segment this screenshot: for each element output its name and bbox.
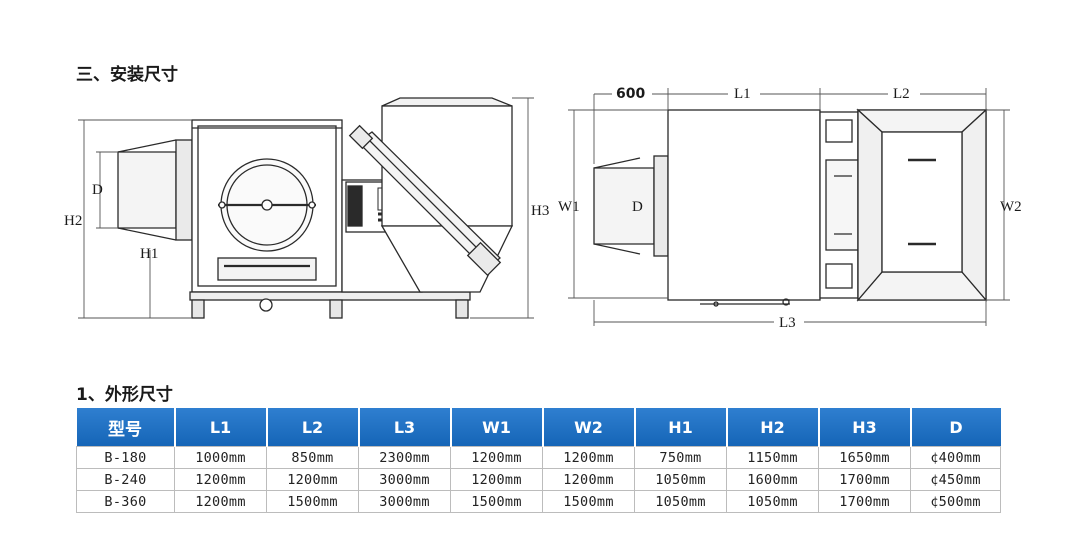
external-dimensions-heading: 1、外形尺寸 [76, 385, 173, 405]
table-cell: 2300mm [358, 446, 451, 469]
table-cell: ¢450mm [910, 468, 1001, 491]
table-cell: B-360 [76, 490, 175, 513]
table-cell: 1200mm [542, 468, 635, 491]
side-label-D: D [92, 182, 103, 198]
col-header-w1: W1 [449, 408, 543, 447]
col-header-l3: L3 [357, 408, 451, 447]
table-cell: 3000mm [358, 468, 451, 491]
table-cell: 1200mm [450, 446, 543, 469]
table-cell: 750mm [634, 446, 727, 469]
top-label-D: D [632, 199, 643, 215]
table-cell: 1200mm [174, 490, 267, 513]
install-dimensions-heading: 三、安装尺寸 [76, 65, 178, 85]
col-header-h1: H1 [633, 408, 727, 447]
col-header-l2: L2 [265, 408, 359, 447]
table-cell: ¢500mm [910, 490, 1001, 513]
top-main-housing [667, 109, 821, 301]
top-label-L2: L2 [893, 86, 910, 102]
top-label-W2: W2 [1000, 199, 1022, 215]
table-cell: 1050mm [726, 490, 819, 513]
table-cell: 1200mm [266, 468, 359, 491]
table-cell: ¢400mm [910, 446, 1001, 469]
col-header-w2: W2 [541, 408, 635, 447]
side-hopper-top [381, 97, 513, 107]
col-header-h2: H2 [725, 408, 819, 447]
table-cell: B-180 [76, 446, 175, 469]
dimensions-table: 型号 L1 L2 L3 W1 W2 H1 H2 H3 D B-180 1000m… [76, 408, 1001, 513]
table-cell: 1700mm [818, 490, 911, 513]
side-label-H2: H2 [64, 213, 82, 229]
table-cell: 1000mm [174, 446, 267, 469]
table-row: B-180 1000mm 850mm 2300mm 1200mm 1200mm … [76, 446, 1001, 469]
side-base-frame [189, 291, 471, 301]
table-cell: 1700mm [818, 468, 911, 491]
top-label-L3: L3 [779, 315, 796, 331]
table-row: B-360 1200mm 1500mm 3000mm 1500mm 1500mm… [76, 490, 1001, 513]
col-header-h3: H3 [817, 408, 911, 447]
col-header-d: D [909, 408, 1001, 447]
top-view-drawing [593, 108, 988, 307]
table-row: B-240 1200mm 1200mm 3000mm 1200mm 1200mm… [76, 468, 1001, 491]
table-cell: 850mm [266, 446, 359, 469]
top-inlet-duct [593, 167, 655, 245]
side-inlet-collar [175, 139, 193, 241]
table-cell: 1200mm [542, 446, 635, 469]
table-cell: B-240 [76, 468, 175, 491]
table-cell: 1500mm [450, 490, 543, 513]
col-header-model: 型号 [76, 408, 175, 447]
col-header-l1: L1 [173, 408, 267, 447]
side-label-H3: H3 [531, 203, 549, 219]
table-cell: 1600mm [726, 468, 819, 491]
side-view-drawing: D H2 H1 H3 [64, 86, 1022, 331]
table-cell: 3000mm [358, 490, 451, 513]
side-ash-drawer [217, 257, 317, 281]
table-header-row: 型号 L1 L2 L3 W1 W2 H1 H2 H3 D [76, 408, 1001, 447]
table-cell: 1200mm [174, 468, 267, 491]
table-cell: 1150mm [726, 446, 819, 469]
side-label-H1: H1 [140, 246, 158, 262]
table-cell: 1650mm [818, 446, 911, 469]
table-cell: 1050mm [634, 468, 727, 491]
side-inlet-duct [117, 151, 177, 229]
top-label-600: 600 [616, 86, 645, 102]
table-cell: 1500mm [542, 490, 635, 513]
top-label-L1: L1 [734, 86, 751, 102]
top-label-W1: W1 [558, 199, 580, 215]
table-cell: 1200mm [450, 468, 543, 491]
table-cell: 1050mm [634, 490, 727, 513]
table-cell: 1500mm [266, 490, 359, 513]
